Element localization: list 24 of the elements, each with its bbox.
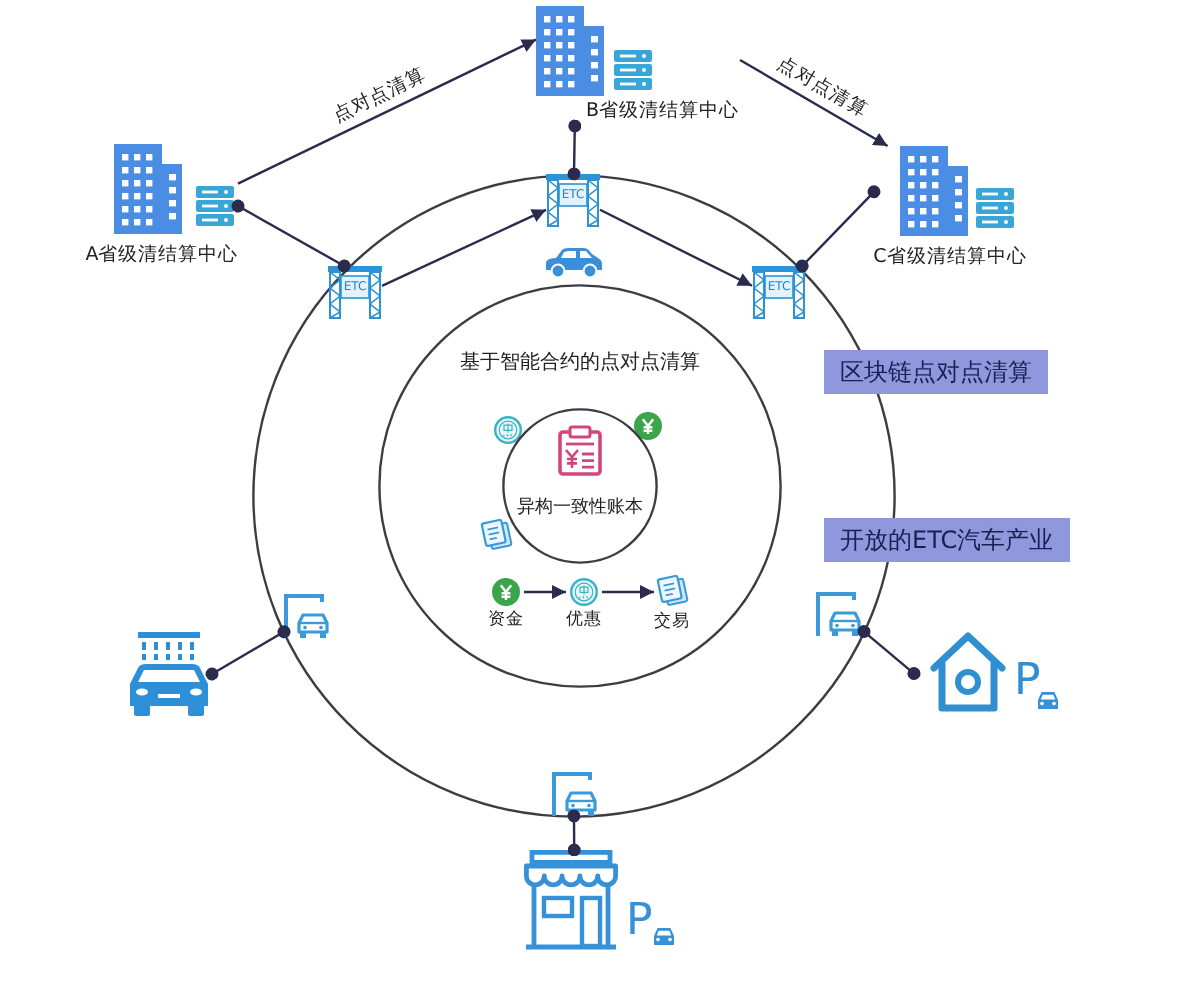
parking-letter: P	[1014, 660, 1041, 704]
dot-connector	[231, 199, 351, 273]
ledger-title: 异构一致性账本	[517, 498, 643, 520]
dot-connector	[857, 625, 921, 681]
arrow	[739, 58, 889, 148]
dot-connector	[795, 185, 881, 273]
arrow	[524, 585, 566, 599]
arrow	[602, 585, 654, 599]
center-name: B省级清结算中心	[586, 100, 740, 123]
dot-connector	[205, 625, 291, 681]
arrow	[599, 208, 753, 287]
flow-step-label: 优惠	[566, 610, 602, 631]
parking-letter: P	[626, 900, 653, 944]
ring-title: 基于智能合约的点对点清算	[460, 352, 700, 376]
arrow	[381, 208, 547, 287]
flow-step-label: 资金	[488, 610, 524, 631]
category-banner: 区块链点对点清算	[824, 350, 1048, 394]
category-banner: 开放的ETC汽车产业	[824, 518, 1070, 562]
dot-connector	[567, 119, 582, 181]
flow-step-label: 交易	[654, 612, 690, 633]
center-name: C省级清结算中心	[873, 246, 1027, 269]
center-name: A省级清结算中心	[85, 244, 239, 267]
dot-connector	[567, 809, 581, 857]
arrow	[237, 38, 537, 185]
